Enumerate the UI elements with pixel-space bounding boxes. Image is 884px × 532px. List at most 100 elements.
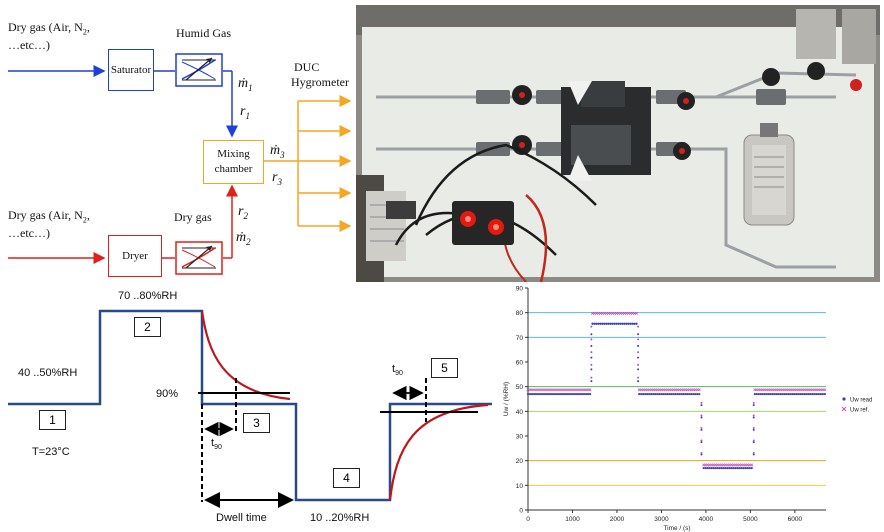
- data-point: [595, 322, 598, 325]
- data-point: [736, 466, 739, 470]
- data-point: [637, 376, 640, 379]
- x-tick-label: 2000: [610, 516, 625, 523]
- data-point: [546, 392, 550, 396]
- data-point: [688, 392, 691, 396]
- data-point: [732, 466, 735, 470]
- data-point: [706, 466, 709, 470]
- data-point: [578, 392, 582, 396]
- data-point: [746, 466, 749, 470]
- data-point: [658, 392, 661, 396]
- y-tick-label: 20: [516, 458, 524, 465]
- data-point: [544, 392, 548, 396]
- data-point: [554, 392, 558, 396]
- data-point: [528, 392, 532, 396]
- data-point: [700, 439, 703, 442]
- y-tick-label: 60: [516, 360, 524, 367]
- label-t90-left: t90: [211, 437, 222, 452]
- data-point: [700, 416, 703, 419]
- y-tick-label: 50: [516, 384, 524, 391]
- data-point: [783, 392, 786, 396]
- data-point: [593, 322, 596, 325]
- data-point: [702, 466, 705, 470]
- data-point: [734, 466, 737, 470]
- data-point: [637, 338, 640, 341]
- dryer-label: Dryer: [122, 250, 148, 262]
- data-point: [590, 376, 593, 379]
- data-point: [605, 322, 608, 325]
- data-point: [590, 368, 593, 371]
- y-tick-label: 30: [516, 434, 524, 441]
- data-point: [722, 466, 725, 470]
- data-point: [542, 392, 546, 396]
- data-point: [821, 392, 824, 396]
- data-point: [752, 441, 755, 444]
- data-point: [700, 401, 703, 404]
- data-point: [584, 392, 588, 396]
- data-point: [574, 392, 578, 396]
- data-point: [637, 333, 640, 336]
- data-point: [556, 392, 560, 396]
- label-90-percent: 90%: [156, 388, 179, 400]
- x-tick-label: 6000: [788, 516, 803, 523]
- data-point: [586, 392, 590, 396]
- data-point: [781, 392, 784, 396]
- data-point: [724, 466, 727, 470]
- data-point: [590, 351, 593, 354]
- data-point: [588, 392, 592, 396]
- data-point: [696, 392, 699, 396]
- data-point: [526, 392, 530, 396]
- data-point: [700, 426, 703, 429]
- legend-marker: [841, 406, 847, 412]
- dryer-box: Dryer: [108, 235, 162, 277]
- dry-valve-icon: [175, 241, 223, 275]
- data-point: [631, 322, 634, 325]
- m3-label: ṁ3: [270, 143, 285, 160]
- data-point: [550, 392, 554, 396]
- data-point: [799, 392, 802, 396]
- saturator-label: Saturator: [110, 64, 152, 76]
- data-point: [765, 392, 768, 396]
- data-point: [718, 466, 721, 470]
- y-tick-label: 0: [519, 508, 523, 515]
- data-point: [607, 322, 610, 325]
- data-point: [590, 325, 593, 328]
- data-point: [670, 392, 673, 396]
- step-profile-line: [8, 309, 492, 502]
- x-tick-label: 4000: [699, 516, 714, 523]
- data-point: [738, 466, 741, 470]
- mixing-label-line1: Mixing: [217, 148, 250, 160]
- data-point: [803, 392, 806, 396]
- data-point: [712, 466, 715, 470]
- x-tick-label: 1000: [565, 516, 580, 523]
- data-point: [809, 392, 812, 396]
- data-point: [752, 439, 755, 442]
- data-point: [588, 388, 592, 392]
- flow-schematic-lines: [8, 53, 352, 275]
- data-point: [686, 392, 689, 396]
- data-point: [684, 392, 687, 396]
- step-box-5: 5: [431, 358, 458, 378]
- data-point: [700, 414, 703, 417]
- data-point: [668, 392, 671, 396]
- data-point: [801, 392, 804, 396]
- data-point: [603, 322, 606, 325]
- data-point: [532, 392, 536, 396]
- x-tick-label: 5000: [743, 516, 758, 523]
- data-point: [752, 404, 755, 407]
- data-point: [807, 392, 810, 396]
- saturator-box: Saturator: [108, 49, 154, 91]
- apparatus-photo: [356, 5, 880, 282]
- y-tick-label: 40: [516, 409, 524, 416]
- data-point: [791, 392, 794, 396]
- data-point: [676, 392, 679, 396]
- data-point: [560, 392, 564, 396]
- data-point: [748, 466, 751, 470]
- data-point: [570, 392, 574, 396]
- data-point: [642, 392, 645, 396]
- data-point: [637, 344, 640, 347]
- data-point: [534, 392, 538, 396]
- data-point: [621, 322, 624, 325]
- data-point: [682, 392, 685, 396]
- x-axis-label: Time / (s): [663, 525, 690, 532]
